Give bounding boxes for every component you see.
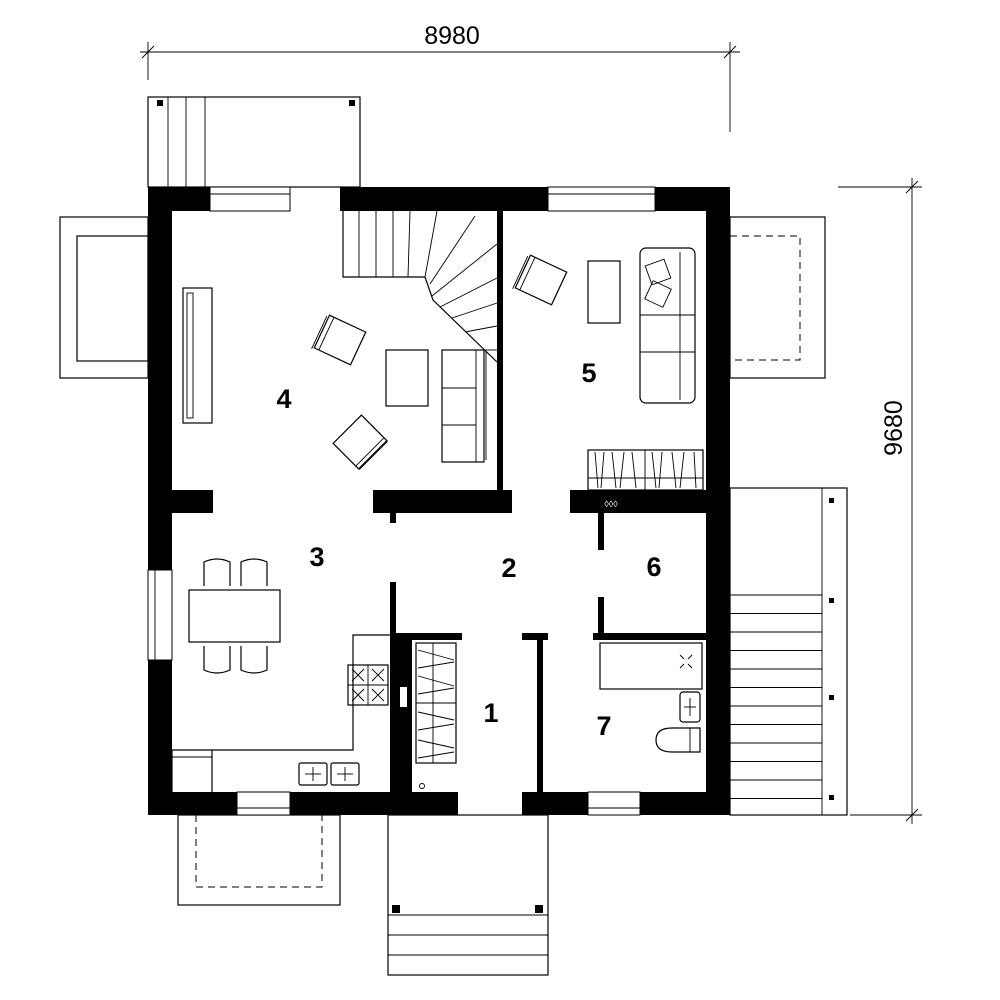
tv-unit (182, 287, 213, 424)
room-label-7: 7 (596, 711, 611, 741)
armchair (311, 314, 367, 366)
walls (148, 187, 730, 815)
dining-table (188, 589, 281, 643)
coffee-table (587, 260, 621, 324)
room-label-2: 2 (501, 553, 516, 583)
wardrobe (587, 449, 704, 491)
toilet (655, 727, 701, 753)
width-dimension: 8980 (140, 22, 740, 132)
cooktop-icon (347, 664, 389, 706)
hall-closet (415, 642, 457, 764)
left-terrace (59, 216, 149, 379)
sink-icon (298, 762, 360, 786)
vent-icon: ◊◊◊ (604, 499, 618, 509)
windows (147, 186, 656, 816)
height-dimension-label: 9680 (880, 400, 908, 456)
room-label-1: 1 (483, 698, 498, 728)
room-labels: 1 2 3 4 5 6 7 (276, 358, 661, 741)
width-dimension-label: 8980 (424, 22, 480, 50)
room-label-6: 6 (646, 552, 661, 582)
dining-chairs (203, 558, 268, 674)
entrance-steps (387, 814, 549, 976)
coffee-table (385, 349, 429, 407)
sofa (441, 349, 487, 463)
sofa (639, 247, 696, 404)
drain-icon (419, 783, 425, 789)
room-label-3: 3 (309, 542, 324, 572)
bottom-left-terrace (177, 814, 341, 906)
right-terrace (729, 216, 826, 379)
armchair (332, 414, 388, 470)
kitchen-counter (171, 634, 390, 792)
room-label-4: 4 (276, 384, 291, 414)
staircase (342, 210, 498, 363)
top-balcony-stair (147, 96, 361, 188)
boiler-icon (400, 687, 407, 707)
height-dimension: 9680 (838, 178, 922, 824)
washbasin (679, 691, 701, 723)
right-stair (729, 487, 848, 816)
bathtub (599, 642, 703, 690)
armchair (512, 254, 568, 306)
room-label-5: 5 (581, 358, 596, 388)
